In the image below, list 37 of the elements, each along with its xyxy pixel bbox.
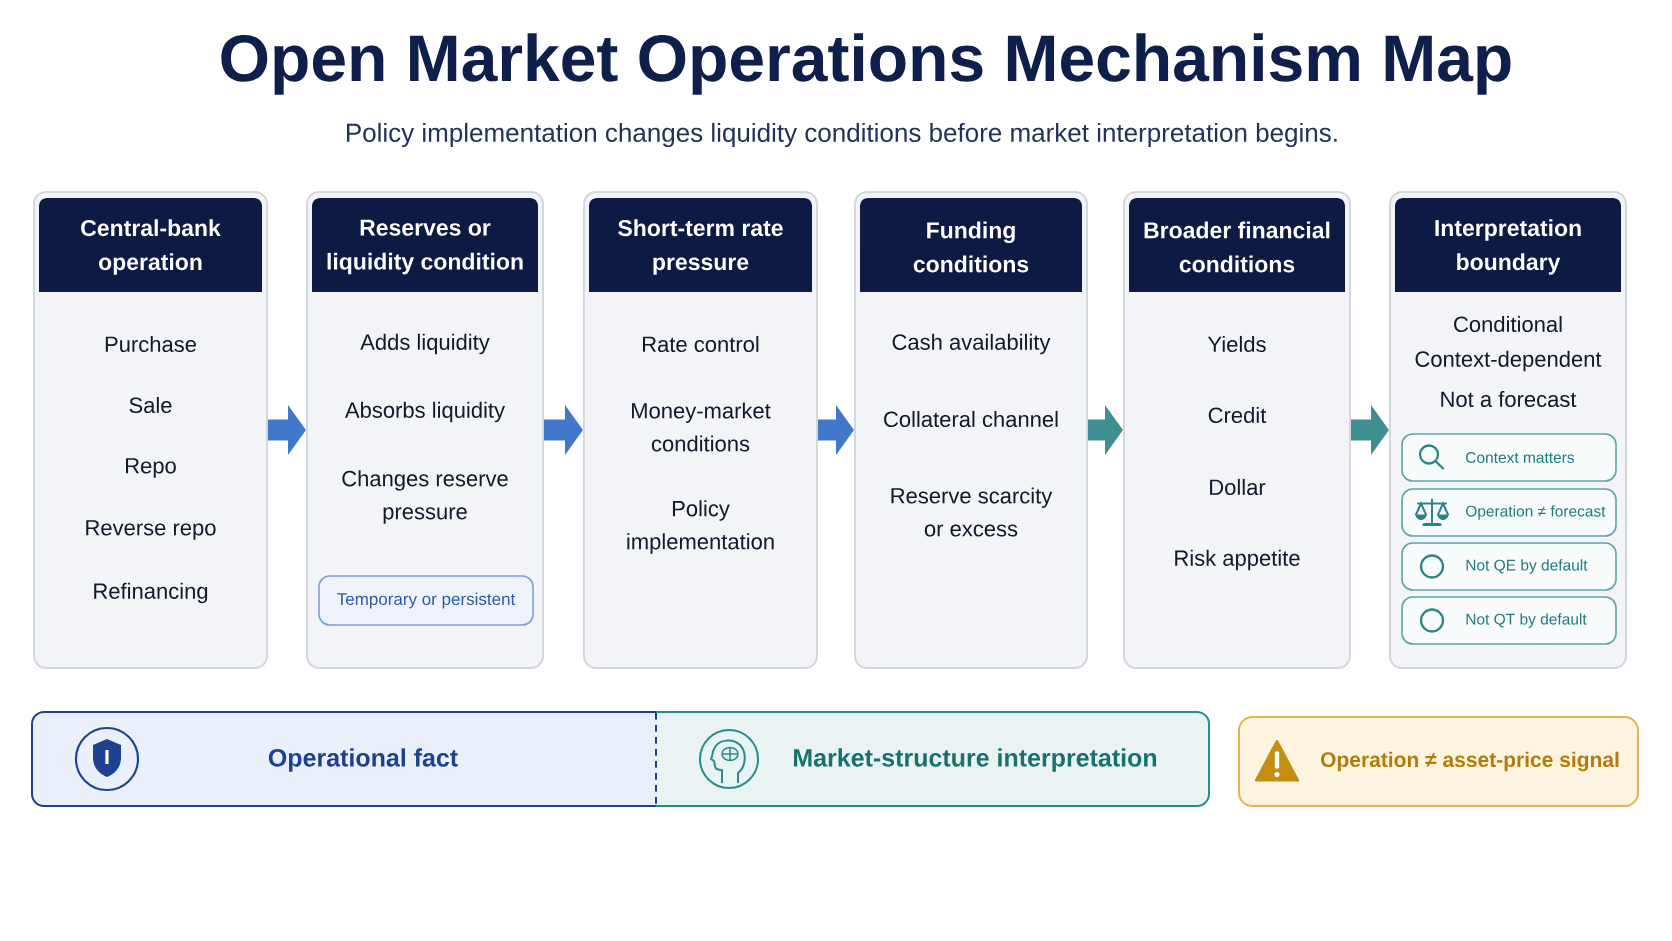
subtitle: Policy implementation changes liquidity conditions before market interpretation begins. [347, 122, 1337, 148]
column-header: Broader financial conditions [1129, 198, 1345, 292]
list-item: Credit [1208, 406, 1267, 424]
banner-panel: Operational fact [31, 711, 657, 807]
note-box: Context matters [1401, 433, 1617, 482]
list-item: Reserve scarcity or excess [891, 487, 1053, 537]
banner-panel: Market-structure interpretation [655, 711, 1210, 807]
list-item: Yields [1207, 335, 1266, 353]
note-box: Not QT by default [1401, 596, 1617, 645]
title: Open Market Operations Mechanism Map [221, 33, 1511, 95]
column-header: Funding conditions [860, 198, 1082, 292]
list-item: Rate control [643, 335, 759, 353]
list-item: Cash availability [892, 333, 1051, 355]
column-header: Reserves or liquidity condition [312, 198, 538, 292]
warning-box: Operation ≠ asset-price signal [1238, 716, 1639, 807]
tag-box: Temporary or persistent [318, 575, 534, 626]
list-item: Purchase [105, 335, 196, 353]
list-item: Conditional [1454, 315, 1562, 333]
list-item: Adds liquidity [360, 333, 490, 355]
list-item: Reverse repo [86, 520, 216, 540]
column-header: Short-term rate pressure [589, 198, 812, 292]
list-item: Absorbs liquidity [344, 401, 505, 423]
list-item: Risk appetite [1175, 549, 1300, 571]
list-item: Collateral channel [884, 410, 1058, 428]
list-item: Context-dependent [1415, 350, 1602, 372]
list-item: Repo [126, 458, 176, 478]
list-item: Changes reserve pressure [342, 470, 508, 524]
list-item: Dollar [1210, 478, 1266, 496]
list-item: Sale [129, 396, 172, 414]
column-header: Central-bank operation [39, 198, 262, 292]
list-item: Policy implementation [627, 500, 774, 554]
list-item: Refinancing [94, 582, 208, 604]
note-box: Not QE by default [1401, 542, 1617, 591]
note-box: Operation ≠ forecast [1401, 488, 1617, 537]
column-header: Interpretation boundary [1395, 198, 1621, 292]
list-item: Not a forecast [1441, 390, 1577, 408]
list-item: Money-market conditions [632, 402, 771, 452]
